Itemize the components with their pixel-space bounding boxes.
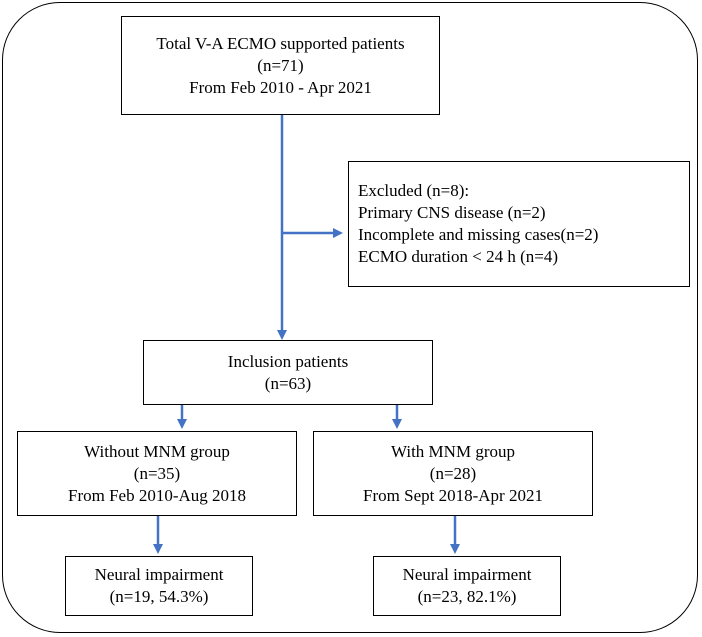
excluded-box: Excluded (n=8): Primary CNS disease (n=2… bbox=[348, 161, 690, 287]
with-line-2: (n=28) bbox=[429, 463, 477, 483]
total-patients-box: Total V-A ECMO supported patients (n=71)… bbox=[121, 16, 440, 115]
excluded-line-4: ECMO duration < 24 h (n=4) bbox=[358, 247, 559, 266]
neural-impairment-left-box: Neural impairment (n=19, 54.3%) bbox=[65, 556, 253, 616]
neural-right-line-2: (n=23, 82.1%) bbox=[417, 587, 517, 606]
excluded-line-3: Incomplete and missing cases(n=2) bbox=[358, 225, 599, 244]
neural-right-line-1: Neural impairment bbox=[402, 565, 532, 584]
with-line-3: From Sept 2018-Apr 2021 bbox=[363, 485, 543, 505]
without-line-1: Without MNM group bbox=[84, 441, 230, 461]
inclusion-line-1: Inclusion patients bbox=[227, 351, 349, 371]
neural-impairment-right-box: Neural impairment (n=23, 82.1%) bbox=[373, 556, 561, 616]
neural-left-line-1: Neural impairment bbox=[94, 565, 224, 584]
inclusion-box: Inclusion patients (n=63) bbox=[143, 340, 433, 405]
excluded-line-1: Excluded (n=8): bbox=[358, 181, 470, 200]
with-mnm-box: With MNM group (n=28) From Sept 2018-Apr… bbox=[313, 431, 593, 516]
with-line-1: With MNM group bbox=[391, 441, 515, 461]
total-line-3: From Feb 2010 - Apr 2021 bbox=[189, 77, 372, 97]
excluded-line-2: Primary CNS disease (n=2) bbox=[358, 203, 546, 222]
without-line-2: (n=35) bbox=[133, 463, 181, 483]
total-line-2: (n=71) bbox=[257, 55, 304, 75]
without-mnm-box: Without MNM group (n=35) From Feb 2010-A… bbox=[17, 431, 297, 516]
inclusion-line-2: (n=63) bbox=[264, 373, 312, 393]
neural-left-line-2: (n=19, 54.3%) bbox=[109, 587, 209, 606]
without-line-3: From Feb 2010-Aug 2018 bbox=[67, 485, 247, 505]
total-line-1: Total V-A ECMO supported patients bbox=[156, 33, 405, 53]
